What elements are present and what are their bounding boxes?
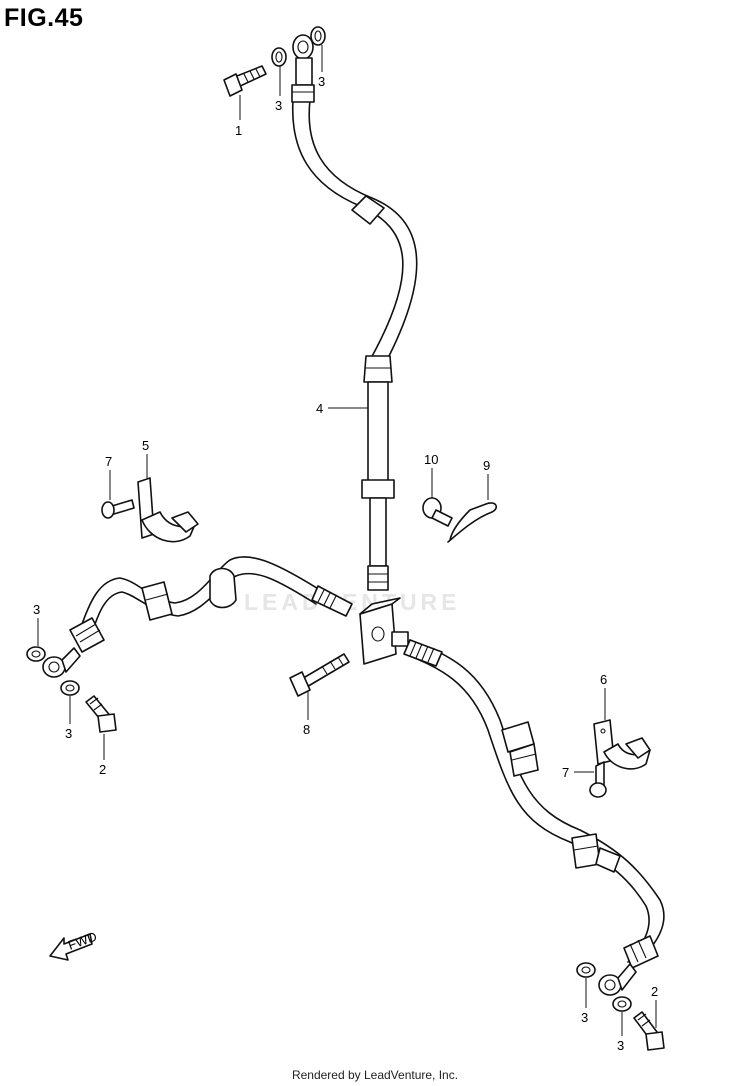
upper-brake-hose[interactable] (291, 34, 418, 591)
callout-9: 9 (483, 458, 490, 473)
callout-8: 8 (303, 722, 310, 737)
joint-mounting-bolt[interactable] (289, 653, 350, 697)
callout-3-right-lower: 3 (617, 1038, 624, 1053)
callout-3-top-right: 3 (318, 74, 325, 89)
callout-7-left: 7 (105, 454, 112, 469)
hose-clamp-right[interactable] (593, 719, 651, 770)
callout-7-right: 7 (562, 765, 569, 780)
callout-2-left: 2 (99, 762, 106, 777)
fwd-arrow-icon: FWD (49, 929, 99, 961)
bolt-10[interactable] (422, 497, 453, 527)
callout-5: 5 (142, 438, 149, 453)
washer-left-upper[interactable] (26, 646, 46, 662)
callout-6: 6 (600, 672, 607, 687)
watermark-text: LEADVENTURE (244, 589, 461, 615)
callout-3-left-lower: 3 (65, 726, 72, 741)
figure-title: FIG.45 (4, 4, 84, 32)
washer-left-lower[interactable] (60, 680, 80, 696)
callout-1: 1 (235, 123, 242, 138)
screw-right[interactable] (589, 761, 607, 798)
callout-3-left-upper: 3 (33, 602, 40, 617)
callout-3-right-upper: 3 (581, 1010, 588, 1025)
washer-right-lower[interactable] (612, 996, 632, 1012)
wire-clip[interactable] (447, 502, 498, 543)
callout-2-right: 2 (651, 984, 658, 999)
hose-clamp-left[interactable] (137, 477, 199, 543)
fwd-label: FWD (66, 929, 99, 953)
left-brake-hose[interactable] (42, 556, 353, 678)
washer-top-right[interactable] (310, 26, 326, 46)
callout-4: 4 (316, 401, 323, 416)
union-bolt-right[interactable] (633, 1011, 665, 1051)
union-bolt-1[interactable] (223, 65, 267, 97)
washer-right-upper[interactable] (576, 962, 596, 978)
callout-3-top-left: 3 (275, 98, 282, 113)
washer-top-left[interactable] (271, 47, 287, 67)
screw-left[interactable] (101, 499, 135, 519)
callout-10: 10 (424, 452, 438, 467)
right-brake-hose[interactable] (403, 639, 665, 996)
footer-credit: Rendered by LeadVenture, Inc. (291, 1068, 459, 1082)
three-way-joint[interactable] (359, 597, 409, 665)
union-bolt-left[interactable] (85, 695, 117, 733)
